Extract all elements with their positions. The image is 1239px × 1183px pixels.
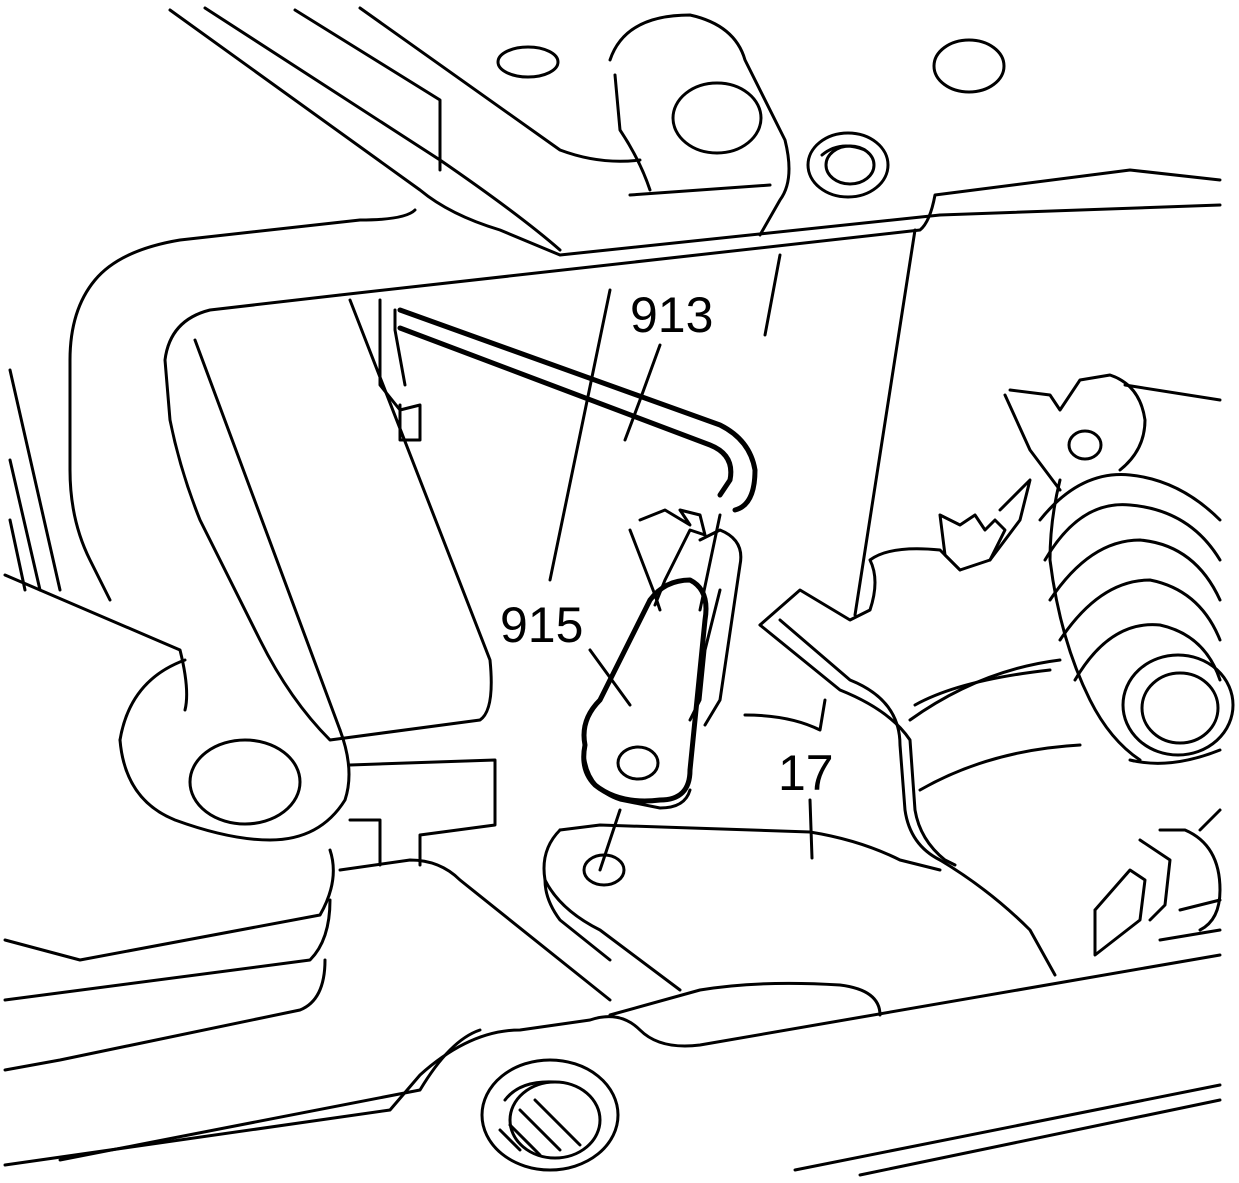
housing-casting bbox=[3, 6, 1222, 1177]
callout-915: 915 bbox=[500, 597, 583, 653]
callout-17: 17 bbox=[778, 745, 834, 801]
leader-915 bbox=[588, 648, 632, 707]
leader-913 bbox=[623, 343, 662, 442]
leader-17 bbox=[808, 798, 814, 860]
lower-right-component bbox=[1093, 808, 1222, 957]
detent-spring-913 bbox=[378, 298, 758, 513]
leader-lines bbox=[548, 288, 814, 872]
callout-913: 913 bbox=[630, 287, 713, 343]
detent-lever-915 bbox=[581, 508, 743, 810]
coil-spring bbox=[938, 373, 1235, 765]
